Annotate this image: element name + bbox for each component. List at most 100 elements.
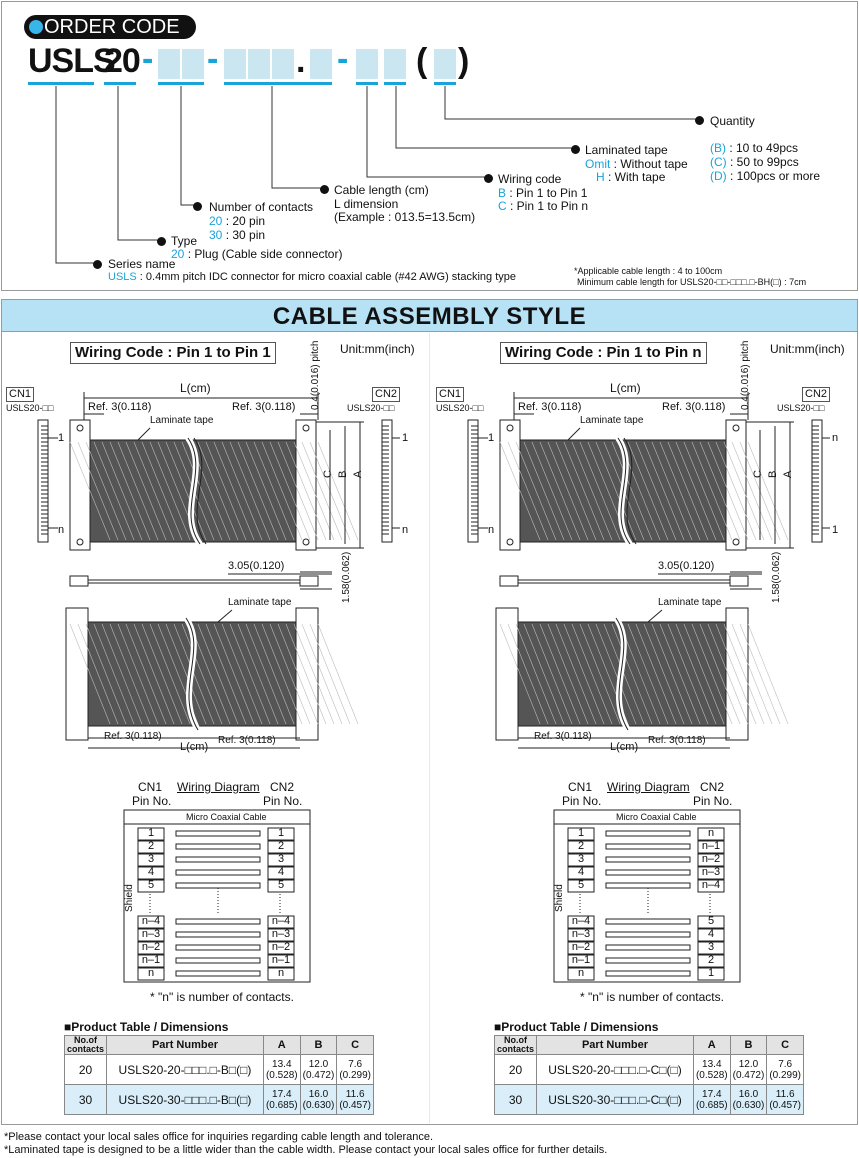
- table-title: ■Product Table / Dimensions: [494, 1020, 659, 1034]
- code-dash-1: -: [142, 40, 153, 78]
- note-applicable: *Applicable cable length : 4 to 100cm: [574, 266, 723, 276]
- wd-left-pin: 4: [147, 866, 155, 878]
- wd-cn1: CN1: [138, 780, 163, 794]
- wd-left-pin: 4: [577, 866, 585, 878]
- code-prefix: USLS: [28, 42, 116, 80]
- order-code-title: ORDER CODE: [24, 15, 196, 39]
- contacts-label: Number of contacts: [209, 200, 314, 214]
- pin-1-right: 1: [402, 432, 409, 444]
- wd-right-pin: n: [277, 967, 285, 979]
- code-box-contacts-1: [158, 49, 180, 79]
- wd-note: * "n" is number of contacts.: [580, 990, 724, 1004]
- wd-cn2-pin: Pin No.: [693, 794, 733, 808]
- wd-note: * "n" is number of contacts.: [150, 990, 294, 1004]
- wiring-code-title: Wiring Code : Pin 1 to Pin n: [500, 342, 707, 364]
- wd-left-pin: 5: [577, 879, 585, 891]
- order-code-section: [1, 1, 858, 291]
- order-code-leaders: [55, 86, 698, 264]
- panel-divider: [429, 333, 430, 1123]
- code-close-paren: ): [458, 42, 469, 80]
- code-box-quantity: [434, 49, 456, 79]
- wd-right-pin: n–2: [701, 853, 721, 865]
- wd-cn2-pin: Pin No.: [263, 794, 303, 808]
- code-box-length-2: [248, 49, 270, 79]
- series-label: Series name: [108, 257, 176, 271]
- cn1-label: CN1: [436, 387, 465, 402]
- code-box-length-1: [224, 49, 246, 79]
- wd-left-pin: n–2: [141, 941, 161, 953]
- laminate-tape-label-2: Laminate tape: [658, 597, 722, 608]
- wd-right-pin: n: [707, 827, 715, 839]
- cn1-part: USLS20-□□: [436, 403, 484, 413]
- wd-left-pin: 5: [147, 879, 155, 891]
- code-box-length-3: [272, 49, 294, 79]
- product-table: No.of contacts Part Number A B C 20 USLS…: [63, 1035, 374, 1115]
- type-label: Type: [171, 234, 198, 248]
- pin-1-left: 1: [488, 432, 495, 444]
- wd-right-pin: 3: [277, 853, 285, 865]
- length-label: L(cm): [180, 381, 211, 395]
- wd-shield: Shield: [124, 884, 135, 912]
- wd-right-pin: n–1: [701, 840, 721, 852]
- table-row: 20 USLS20-20-□□□.□-B□(□) 13.4(0.528) 12.…: [63, 1054, 374, 1085]
- wd-right-pin: n–4: [701, 879, 721, 891]
- wd-cable-label: Micro Coaxial Cable: [614, 812, 699, 822]
- wd-left-pin: n: [147, 967, 155, 979]
- banner-title: CABLE ASSEMBLY STYLE: [1, 299, 858, 332]
- wd-cn2: CN2: [700, 780, 725, 794]
- wd-left-pin: n–3: [141, 928, 161, 940]
- wiring-code-title: Wiring Code : Pin 1 to Pin 1: [70, 342, 276, 364]
- wd-right-pin: n–3: [271, 928, 291, 940]
- wd-left-pin: n–1: [141, 954, 161, 966]
- cable-length-label: Cable length (cm): [334, 183, 429, 197]
- footnote-1: *Please contact your local sales office …: [4, 1131, 434, 1143]
- wd-shield: Shield: [554, 884, 565, 912]
- wd-left-pin: 3: [577, 853, 585, 865]
- wd-cable-label: Micro Coaxial Cable: [184, 812, 269, 822]
- ref-left: Ref. 3(0.118): [88, 401, 152, 413]
- ref-left-2: Ref. 3(0.118): [104, 731, 162, 742]
- cable-assembly-drawing: [37, 392, 400, 749]
- cn1-part: USLS20-□□: [6, 403, 54, 413]
- wd-right-pin: 2: [277, 840, 285, 852]
- code-dash-2: -: [207, 40, 218, 78]
- laminate-tape-label-2: Laminate tape: [228, 597, 292, 608]
- cn2-part: USLS20-□□: [777, 403, 825, 413]
- pin-1-right: n: [832, 432, 839, 444]
- wiring-diagram: [123, 809, 311, 983]
- code-number: 20: [104, 42, 141, 80]
- wd-left-pin: n–4: [141, 915, 161, 927]
- length-label-2: L(cm): [180, 741, 209, 753]
- wd-title: Wiring Diagram: [177, 780, 260, 794]
- pin-n-left: n: [58, 524, 65, 536]
- pin-n-left: n: [488, 524, 495, 536]
- wd-right-pin: n–2: [271, 941, 291, 953]
- thickness-label: 3.05(0.120): [658, 560, 715, 572]
- table-title: ■Product Table / Dimensions: [64, 1020, 229, 1034]
- wd-right-pin: 3: [707, 941, 715, 953]
- wd-right-pin: n–1: [271, 954, 291, 966]
- bullet-icon: [29, 20, 43, 34]
- wd-cn2: CN2: [270, 780, 295, 794]
- wd-title: Wiring Diagram: [607, 780, 690, 794]
- table-row: 20 USLS20-20-□□□.□-C□(□) 13.4(0.528) 12.…: [493, 1054, 804, 1085]
- laminate-tape-label: Laminate tape: [580, 415, 644, 426]
- laminated-label: Laminated tape: [585, 143, 668, 157]
- wd-left-pin: n–3: [571, 928, 591, 940]
- product-table: No.of contacts Part Number A B C 20 USLS…: [493, 1035, 804, 1115]
- unit-label: Unit:mm(inch): [340, 342, 415, 356]
- quantity-label: Quantity: [710, 114, 755, 128]
- cn2-label: CN2: [372, 387, 401, 402]
- wd-left-pin: n–2: [571, 941, 591, 953]
- wd-left-pin: 1: [147, 827, 155, 839]
- cn1-label: CN1: [6, 387, 35, 402]
- note-minimum: Minimum cable length for USLS20-□□-□□□.□…: [577, 277, 807, 287]
- code-open-paren: (: [416, 42, 427, 80]
- code-box-length-4: [310, 49, 332, 79]
- ref-left: Ref. 3(0.118): [518, 401, 582, 413]
- code-dash-3: -: [337, 40, 348, 78]
- code-box-laminate: [384, 49, 406, 79]
- wd-left-pin: n–4: [571, 915, 591, 927]
- wd-right-pin: 1: [707, 967, 715, 979]
- wd-right-pin: 5: [277, 879, 285, 891]
